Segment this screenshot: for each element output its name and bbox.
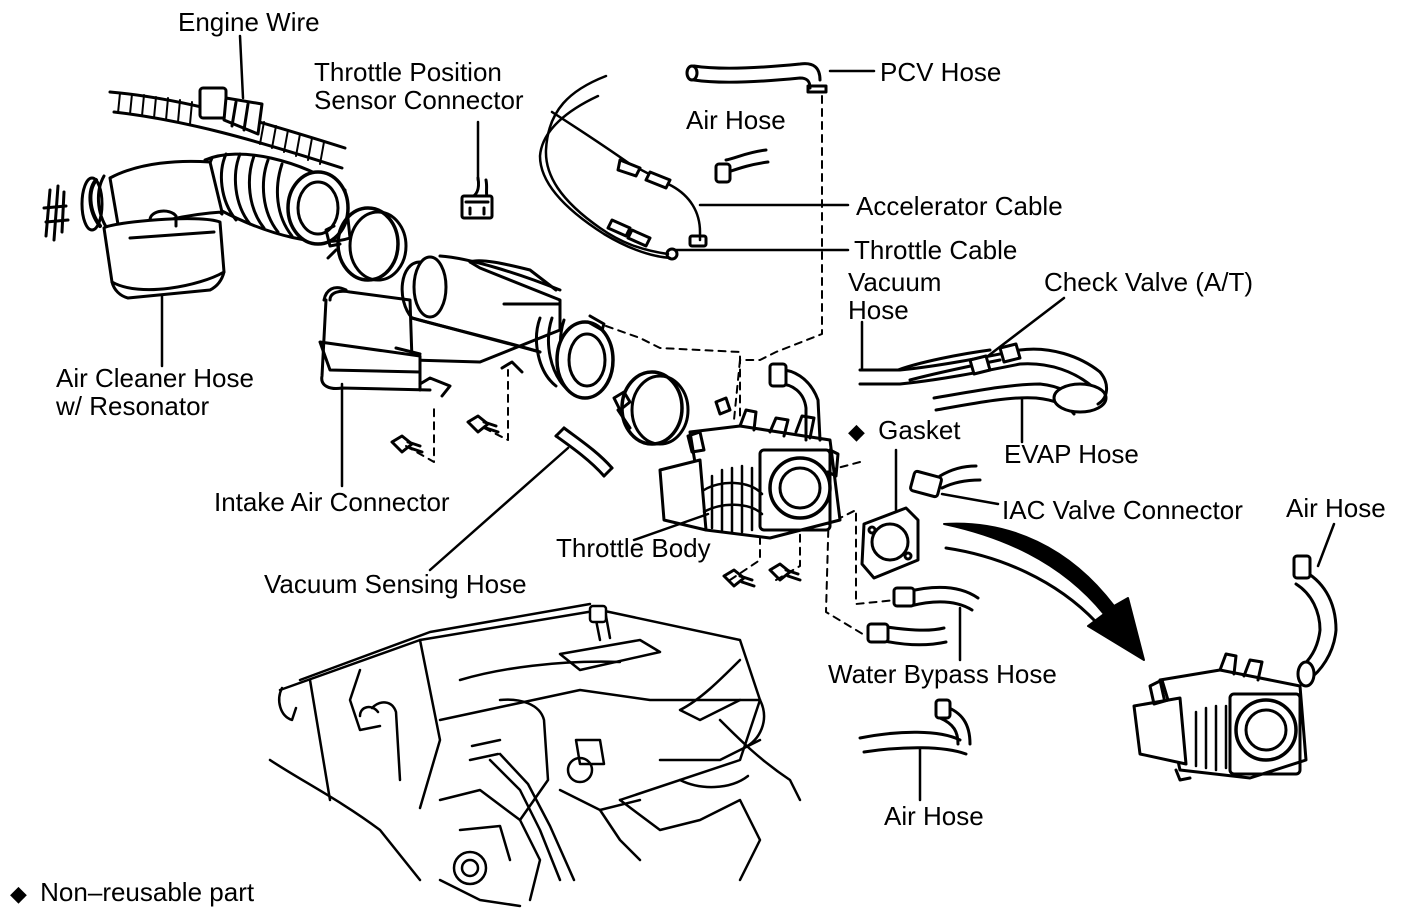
hose-clamp-lower <box>612 370 690 446</box>
bolts-intake <box>390 414 500 454</box>
air-cleaner-hose <box>42 152 352 300</box>
label-tps-connector-line2: Sensor Connector <box>314 85 524 115</box>
label-air-cleaner-hose-line2: w/ Resonator <box>56 391 210 421</box>
label-air-cleaner-hose: Air Cleaner Hose w/ Resonator <box>56 364 254 420</box>
non-reusable-diamond-icon: ◆ <box>848 420 865 445</box>
label-gasket: ◆ Gasket <box>848 415 961 445</box>
label-check-valve: Check Valve (A/T) <box>1044 267 1254 297</box>
label-air-cleaner-hose-line1: Air Cleaner Hose <box>56 363 254 393</box>
label-vacuum-hose: Vacuum Hose <box>848 268 941 324</box>
throttle-body-part <box>658 362 842 540</box>
label-pcv-hose: PCV Hose <box>880 57 1002 87</box>
label-air-hose-right: Air Hose <box>1286 493 1386 523</box>
iac-valve-connector <box>909 464 982 499</box>
label-vacuum-hose-line1: Vacuum <box>848 267 942 297</box>
legend-text: Non–reusable part <box>40 877 255 907</box>
label-engine-wire: Engine Wire <box>178 7 320 37</box>
label-intake-air-connector: Intake Air Connector <box>214 487 450 517</box>
leader-air-hose-right <box>1316 522 1336 568</box>
installation-arrow <box>943 522 1145 661</box>
label-air-hose-top: Air Hose <box>686 105 786 135</box>
assembly-guide-lines <box>405 95 897 637</box>
label-vacuum-hose-line2: Hose <box>848 295 909 325</box>
leader-engine-wire <box>238 34 245 100</box>
water-bypass-hose <box>866 585 980 647</box>
legend: ◆ Non–reusable part <box>10 878 254 909</box>
engine-block <box>268 602 802 908</box>
vacuum-evap-hoses <box>858 342 1108 416</box>
label-tps-connector: Throttle Position Sensor Connector <box>314 58 524 114</box>
label-accelerator-cable: Accelerator Cable <box>856 191 1063 221</box>
gasket-part <box>860 506 920 580</box>
label-water-bypass-hose: Water Bypass Hose <box>828 659 1057 689</box>
engine-wire-harness <box>108 86 347 170</box>
hose-clamp-upper <box>324 206 408 282</box>
intake-air-connector <box>318 254 615 400</box>
leader-iac-valve-connector <box>940 492 1000 506</box>
leader-throttle-body <box>632 512 710 542</box>
vacuum-sensing-hose <box>554 426 614 478</box>
leader-check-valve <box>986 296 1066 358</box>
air-hose-right <box>1292 554 1338 688</box>
air-hose-top <box>714 148 770 184</box>
pcv-hose <box>685 62 828 94</box>
legend-diamond-icon: ◆ <box>10 882 27 907</box>
throttle-body-installed <box>1132 652 1308 782</box>
bolts-throttle-body <box>722 562 802 588</box>
label-vacuum-sensing-hose: Vacuum Sensing Hose <box>264 569 527 599</box>
air-hose-bottom <box>858 698 972 756</box>
label-throttle-cable: Throttle Cable <box>854 235 1018 265</box>
label-evap-hose: EVAP Hose <box>1004 439 1139 469</box>
label-air-hose-bottom: Air Hose <box>884 801 984 831</box>
label-tps-connector-line1: Throttle Position <box>314 57 502 87</box>
tps-connector <box>460 176 494 220</box>
accelerator-cable <box>538 74 708 261</box>
label-throttle-body: Throttle Body <box>556 533 711 563</box>
leader-vacuum-sensing-hose <box>428 446 570 572</box>
label-iac-valve-connector: IAC Valve Connector <box>1002 495 1243 525</box>
